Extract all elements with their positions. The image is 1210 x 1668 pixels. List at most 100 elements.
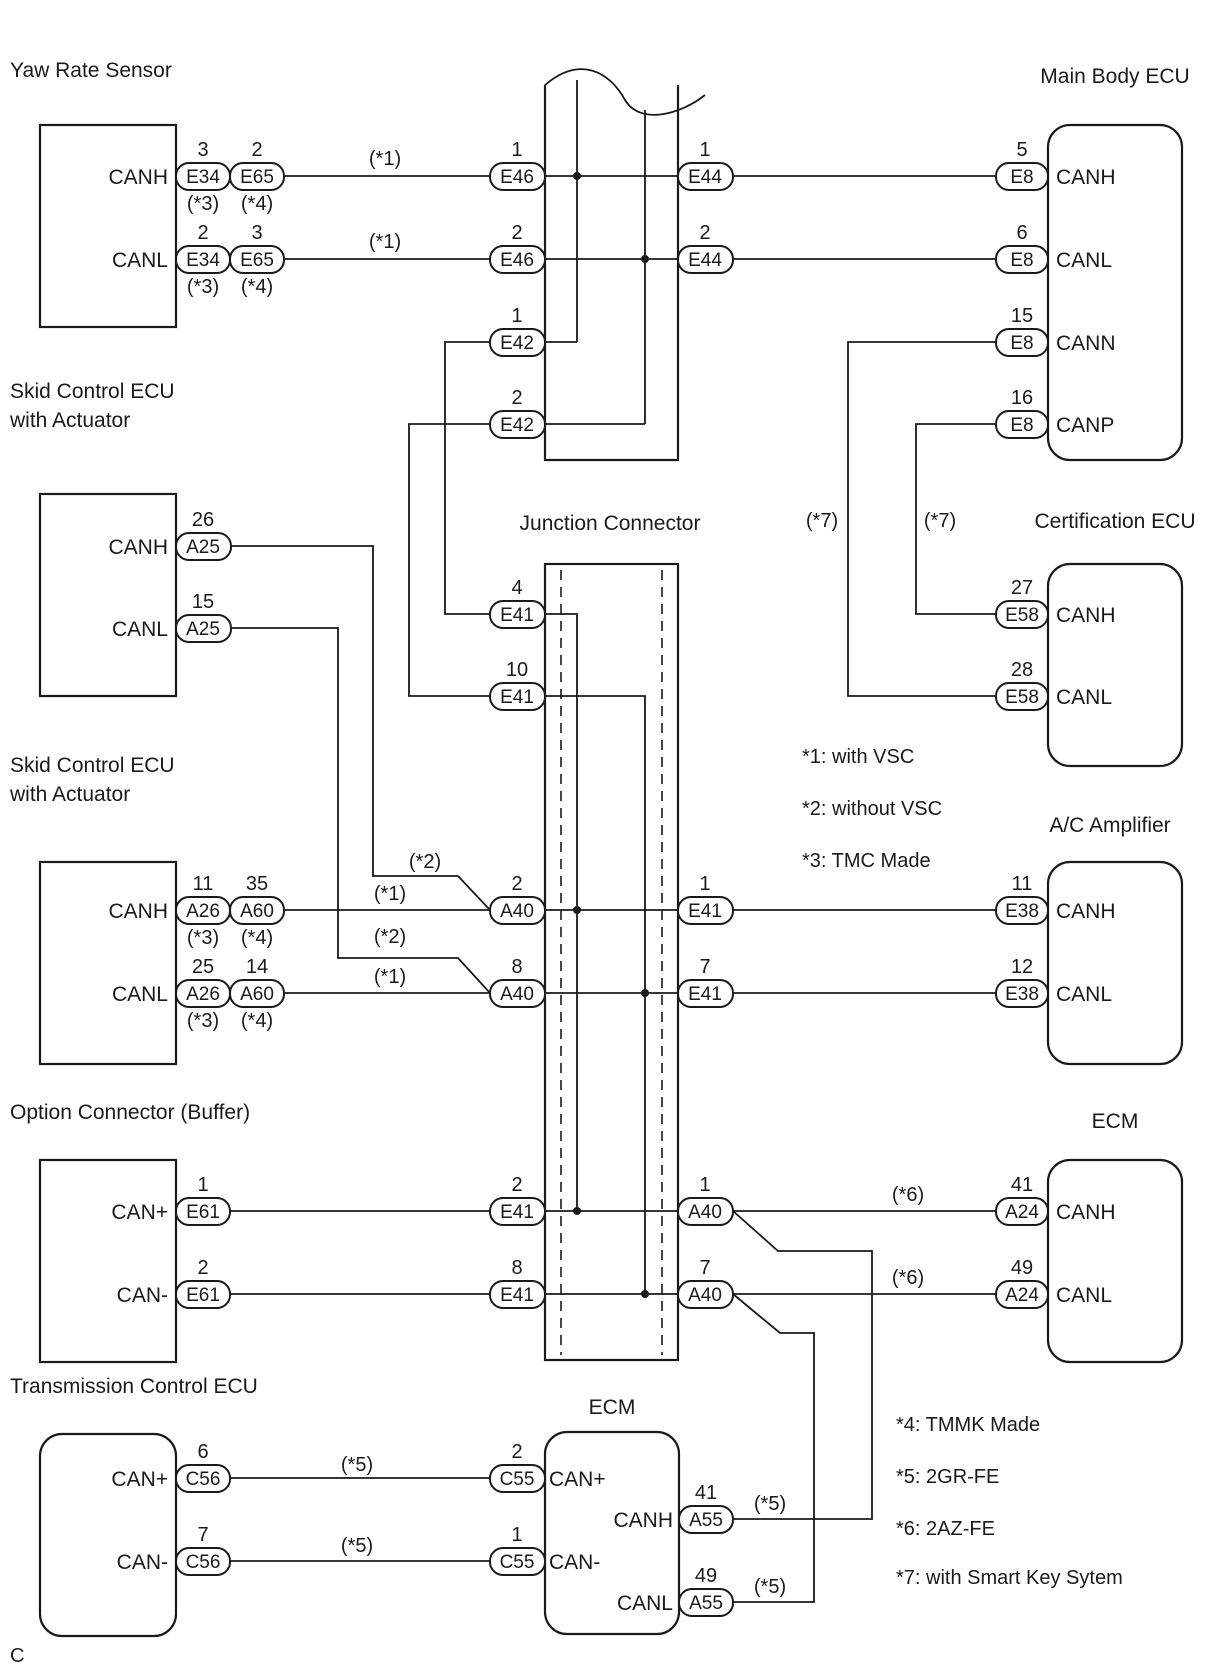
code-C55: C55 bbox=[500, 1552, 535, 1573]
main-body-ecu-box bbox=[1046, 123, 1184, 462]
code-A60: A60 bbox=[240, 901, 274, 922]
connector-E8-5 bbox=[995, 162, 1049, 191]
ac-amplifier-box bbox=[1046, 860, 1184, 1066]
certification-ecu-title: Certification ECU bbox=[1034, 510, 1195, 533]
yaw-rate-sensor-box bbox=[38, 123, 178, 329]
pin-number: 2 bbox=[511, 873, 522, 895]
code-E58: E58 bbox=[1005, 687, 1039, 708]
code-A24: A24 bbox=[1005, 1202, 1039, 1223]
note-tmc-made: *3: TMC Made bbox=[802, 850, 931, 872]
note-tmmk-made: *4: TMMK Made bbox=[896, 1414, 1040, 1436]
main-body-cann-label: CANN bbox=[1056, 332, 1116, 355]
main-body-ecu-title: Main Body ECU bbox=[1040, 65, 1189, 88]
junction-dots bbox=[573, 172, 649, 1298]
pin-number: 49 bbox=[695, 1565, 717, 1587]
connector-E41-4 bbox=[489, 600, 546, 629]
connector-E61-1 bbox=[175, 1197, 231, 1226]
code-A55: A55 bbox=[689, 1510, 723, 1531]
connector-E44-2 bbox=[677, 245, 734, 274]
ecm-right-canh-label: CANH bbox=[1056, 1201, 1116, 1224]
connector-E65-canh bbox=[229, 162, 285, 191]
pin-number: 2 bbox=[511, 222, 522, 244]
skid2-canl-label: CANL bbox=[112, 983, 168, 1006]
pin-number: 41 bbox=[1011, 1174, 1033, 1196]
pin-number: 2 bbox=[699, 222, 710, 244]
pin-number: 1 bbox=[699, 1174, 710, 1196]
code-E44: E44 bbox=[688, 250, 722, 271]
pin-number: 5 bbox=[1016, 139, 1027, 161]
connector-C55-2 bbox=[489, 1464, 546, 1493]
connector-A40-8 bbox=[489, 979, 546, 1008]
mark-without-vsc: (*2) bbox=[374, 926, 406, 948]
ecm-right-title: ECM bbox=[1092, 1110, 1139, 1133]
ecm-right-canl-label: CANL bbox=[1056, 1284, 1112, 1307]
skid2-canh-label: CANH bbox=[108, 900, 168, 923]
option-connector-box bbox=[38, 1158, 178, 1364]
code-C55: C55 bbox=[500, 1469, 535, 1490]
pin-number: 2 bbox=[197, 1257, 208, 1279]
mark-tmc: (*3) bbox=[187, 1010, 219, 1032]
code-E41: E41 bbox=[688, 901, 722, 922]
mark-2az-fe: (*6) bbox=[892, 1267, 924, 1289]
junction-dot bbox=[573, 172, 581, 180]
code-E8: E8 bbox=[1010, 167, 1033, 188]
connector-A25-26 bbox=[175, 532, 232, 561]
pin-number: 2 bbox=[511, 1441, 522, 1463]
junction-break-mark bbox=[544, 68, 706, 116]
pin-number: 2 bbox=[511, 387, 522, 409]
ecm-right-box bbox=[1046, 1158, 1184, 1364]
code-C56: C56 bbox=[186, 1552, 221, 1573]
mark-2gr-fe: (*5) bbox=[341, 1454, 373, 1476]
code-A26: A26 bbox=[186, 901, 220, 922]
code-E41: E41 bbox=[500, 687, 534, 708]
pin-number: 1 bbox=[197, 1174, 208, 1196]
connector-E41-2 bbox=[489, 1197, 546, 1226]
option-connector-title: Option Connector (Buffer) bbox=[10, 1101, 250, 1124]
junction-dot bbox=[573, 1207, 581, 1215]
connector-A24-41 bbox=[995, 1197, 1049, 1226]
code-A60: A60 bbox=[240, 984, 274, 1005]
mark-tmmk: (*4) bbox=[241, 1010, 273, 1032]
mark-2gr-fe: (*5) bbox=[754, 1493, 786, 1515]
mark-tmc: (*3) bbox=[187, 276, 219, 298]
tcu-can-plus-label: CAN+ bbox=[111, 1468, 168, 1491]
junction-dot bbox=[573, 906, 581, 914]
code-E65: E65 bbox=[240, 250, 274, 271]
skid1-canl-label: CANL bbox=[112, 618, 168, 641]
code-E8: E8 bbox=[1010, 333, 1033, 354]
connector-E65-canl bbox=[229, 245, 285, 274]
pin-number: 3 bbox=[197, 139, 208, 161]
connector-E42-1 bbox=[489, 328, 546, 357]
pin-number: 14 bbox=[246, 956, 268, 978]
code-E46: E46 bbox=[500, 250, 534, 271]
note-2gr-fe: *5: 2GR-FE bbox=[896, 1466, 999, 1488]
junction-dot bbox=[641, 1290, 649, 1298]
connector-E38-12 bbox=[995, 979, 1049, 1008]
pin-numbers: 3 2 2 3 1 2 1 2 1 2 5 6 15 16 26 15 4 10… bbox=[192, 139, 1033, 1587]
code-E34: E34 bbox=[186, 167, 220, 188]
pin-number: 41 bbox=[695, 1482, 717, 1504]
pin-number: 7 bbox=[699, 956, 710, 978]
connector-A60-14 bbox=[229, 979, 285, 1008]
connector-C56-7 bbox=[175, 1547, 231, 1576]
connector-E44-1 bbox=[677, 162, 734, 191]
ecm-can-plus-label: CAN+ bbox=[549, 1468, 606, 1491]
pin-number: 1 bbox=[699, 139, 710, 161]
pin-number: 27 bbox=[1011, 577, 1033, 599]
ecm-canl-label: CANL bbox=[617, 1592, 673, 1615]
connector-E41-10 bbox=[489, 682, 546, 711]
code-A40: A40 bbox=[688, 1285, 722, 1306]
code-A26: A26 bbox=[186, 984, 220, 1005]
pin-number: 8 bbox=[511, 1257, 522, 1279]
pin-number: 15 bbox=[1011, 305, 1033, 327]
pin-number: 15 bbox=[192, 591, 214, 613]
code-E65: E65 bbox=[240, 167, 274, 188]
skid1-canh-label: CANH bbox=[108, 536, 168, 559]
code-A40: A40 bbox=[500, 984, 534, 1005]
code-A40: A40 bbox=[500, 901, 534, 922]
mark-with-vsc: (*1) bbox=[369, 231, 401, 253]
code-E41: E41 bbox=[500, 605, 534, 626]
code-C56: C56 bbox=[186, 1469, 221, 1490]
junction-connector-title: Junction Connector bbox=[520, 512, 701, 535]
